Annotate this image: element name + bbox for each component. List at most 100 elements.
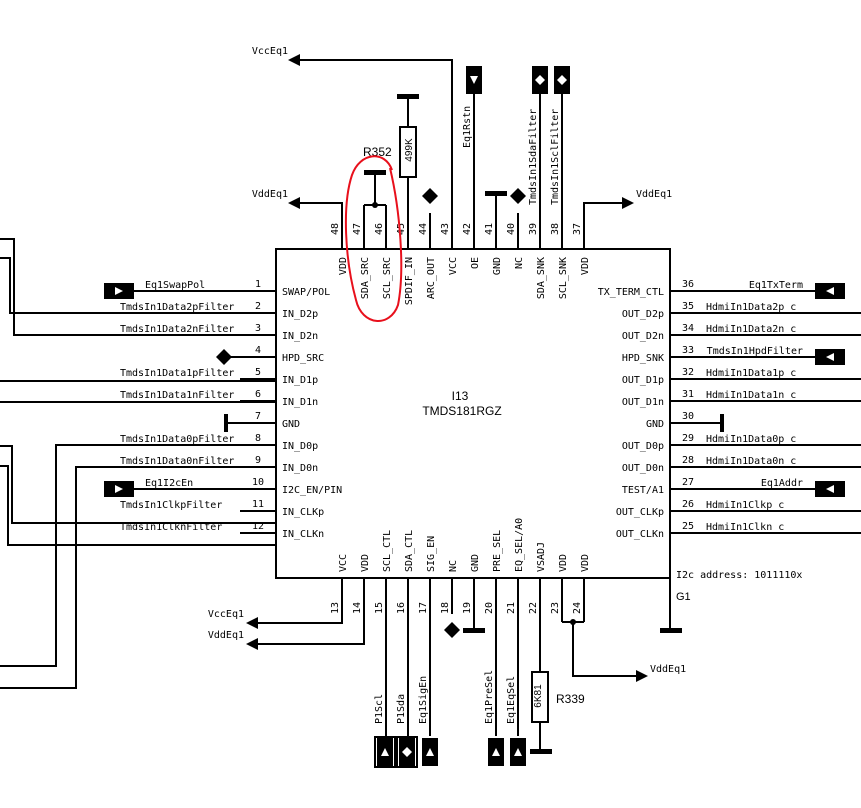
top-pin-name: OE — [470, 257, 481, 269]
right-net-label: HdmiIn1Data2n_c — [706, 324, 796, 335]
right-net-label: HdmiIn1Data0p_c — [706, 434, 796, 445]
gnd-top-symbol — [485, 191, 507, 196]
top-pin-number: 38 — [550, 223, 561, 235]
bottom-pin-name: EQ_SEL/A0 — [514, 518, 525, 572]
vcc-top-label: VccEq1 — [252, 46, 288, 57]
bottom-pin-number: 14 — [352, 602, 363, 614]
r339-value: 6K81 — [533, 684, 544, 708]
left-pin-number: 7 — [255, 411, 261, 422]
vcc-bottom-wire — [258, 614, 343, 624]
left-pin-number: 10 — [252, 477, 264, 488]
right-port-out-arrow — [826, 287, 834, 295]
right-pin-name: HPD_SNK — [622, 353, 664, 364]
bottom-pin-number: 15 — [374, 602, 385, 614]
vdd-bottom-right-wire — [572, 622, 636, 677]
top-pin-number: 41 — [484, 223, 495, 235]
scl-ctl-net-label: P1Scl — [374, 694, 385, 724]
top-pin-name: GND — [492, 257, 503, 275]
left-port-in-arrow — [115, 287, 123, 295]
right-net-label: Eq1TxTerm — [749, 280, 803, 291]
red-annotation-circle — [344, 155, 403, 322]
bottom-pin-number: 22 — [528, 602, 539, 614]
top-pin-name: VDD — [580, 257, 591, 275]
top-pin-number: 43 — [440, 223, 451, 235]
bottom-pin-number: 21 — [506, 602, 517, 614]
right-pin-name: TEST/A1 — [622, 485, 664, 496]
right-net-label: HdmiIn1Data1n_c — [706, 390, 796, 401]
bottom-pin-name: SIG_EN — [426, 536, 437, 572]
component-subref: G1 — [676, 591, 691, 603]
left-noconnect-diamond — [216, 349, 232, 365]
top-pin-number: 45 — [396, 223, 407, 235]
pin-layer: 1SWAP/POL2IN_D2p3IN_D2n4HPD_SRC5IN_D1p6I… — [240, 213, 706, 614]
scl-snk-port-diamond — [557, 75, 567, 85]
vdd-top-left-wire — [300, 202, 343, 213]
right-pin-name: OUT_CLKn — [616, 529, 664, 540]
left-pin-number: 4 — [255, 345, 261, 356]
r339-ref: R339 — [556, 692, 585, 706]
right-pin-number: 33 — [682, 345, 694, 356]
right-pin-number: 28 — [682, 455, 694, 466]
scl-snk-net-label: TmdsIn1SclFilter — [550, 109, 561, 205]
left-net-label: TmdsIn1Data1nFilter — [120, 390, 234, 401]
left-pin-name: HPD_SRC — [282, 353, 324, 364]
right-pin-number: 29 — [682, 433, 694, 444]
right-pin-number: 36 — [682, 279, 694, 290]
right-net-label: HdmiIn1Clkn_c — [706, 522, 784, 533]
vdd-bottom-wire — [258, 614, 365, 645]
right-pin-name: GND — [646, 419, 664, 430]
sda-port-frame — [396, 736, 418, 768]
top-pin-number: 46 — [374, 223, 385, 235]
right-pin-number: 26 — [682, 499, 694, 510]
arc-out-diamond — [422, 188, 438, 204]
left-net-label: TmdsIn1Data0nFilter — [120, 456, 234, 467]
right-net-label: HdmiIn1Data0n_c — [706, 456, 796, 467]
i2c-address-note: I2c address: 1011110x — [676, 570, 802, 581]
left-pin-name: IN_D0n — [282, 463, 318, 474]
left-pin-name: IN_D2p — [282, 309, 318, 320]
top-pin-name: NC — [514, 257, 525, 269]
right-pin-name: OUT_D2p — [622, 309, 664, 320]
vcc-top-wire — [300, 59, 453, 213]
right-pin-name: TX_TERM_CTL — [598, 287, 664, 298]
right-pin-name: OUT_CLKp — [616, 507, 664, 518]
right-net-label: HdmiIn1Clkp_c — [706, 500, 784, 511]
r339-gnd-bar — [530, 749, 552, 754]
vdd-top-left-flag — [288, 197, 300, 209]
top-pin-name: SDA_SNK — [536, 257, 547, 299]
r352-ref: R352 — [363, 145, 392, 159]
eq-sel-net-label: Eq1EqSel — [506, 676, 517, 724]
vcc-bottom-label: VccEq1 — [208, 609, 244, 620]
src-stub-bar — [364, 170, 386, 175]
bottom-pin-name: VDD — [580, 554, 591, 572]
right-pin-name: OUT_D1p — [622, 375, 664, 386]
bottom-pin-name: PRE_SEL — [492, 530, 503, 572]
scl-port-frame — [374, 736, 396, 768]
top-pin-name: VCC — [448, 257, 459, 275]
top-pin-number: 48 — [330, 223, 341, 235]
vdd-top-right-wire — [583, 202, 622, 213]
left-net-label: TmdsIn1Data1pFilter — [120, 368, 234, 379]
vdd-top-right-label: VddEq1 — [636, 189, 672, 200]
vdd-bottom-flag — [246, 638, 258, 650]
vdd-bottom-right-label: VddEq1 — [650, 664, 686, 675]
bottom-pin-number: 17 — [418, 602, 429, 614]
top-pin-name: VDD — [338, 257, 349, 275]
top-pin-number: 40 — [506, 223, 517, 235]
oe-port-arrow — [470, 76, 478, 84]
left-net-label: TmdsIn1Data0pFilter — [120, 434, 234, 445]
bottom-pin-name: SCL_CTL — [382, 530, 393, 572]
left-pin-number: 11 — [252, 499, 264, 510]
left-pin-name: IN_D1p — [282, 375, 318, 386]
bottom-pin-name: SDA_CTL — [404, 530, 415, 572]
gnd-bottom-symbol — [463, 628, 485, 633]
left-pin-number: 8 — [255, 433, 261, 444]
g1-bar — [660, 628, 682, 633]
left-net-label: Eq1I2cEn — [145, 478, 193, 489]
left-pin-number: 2 — [255, 301, 261, 312]
sig-en-net-label: Eq1SigEn — [418, 676, 429, 724]
bottom-pin-number: 13 — [330, 602, 341, 614]
nc-bottom-diamond — [444, 622, 460, 638]
component-part: TMDS181RGZ — [422, 404, 501, 418]
